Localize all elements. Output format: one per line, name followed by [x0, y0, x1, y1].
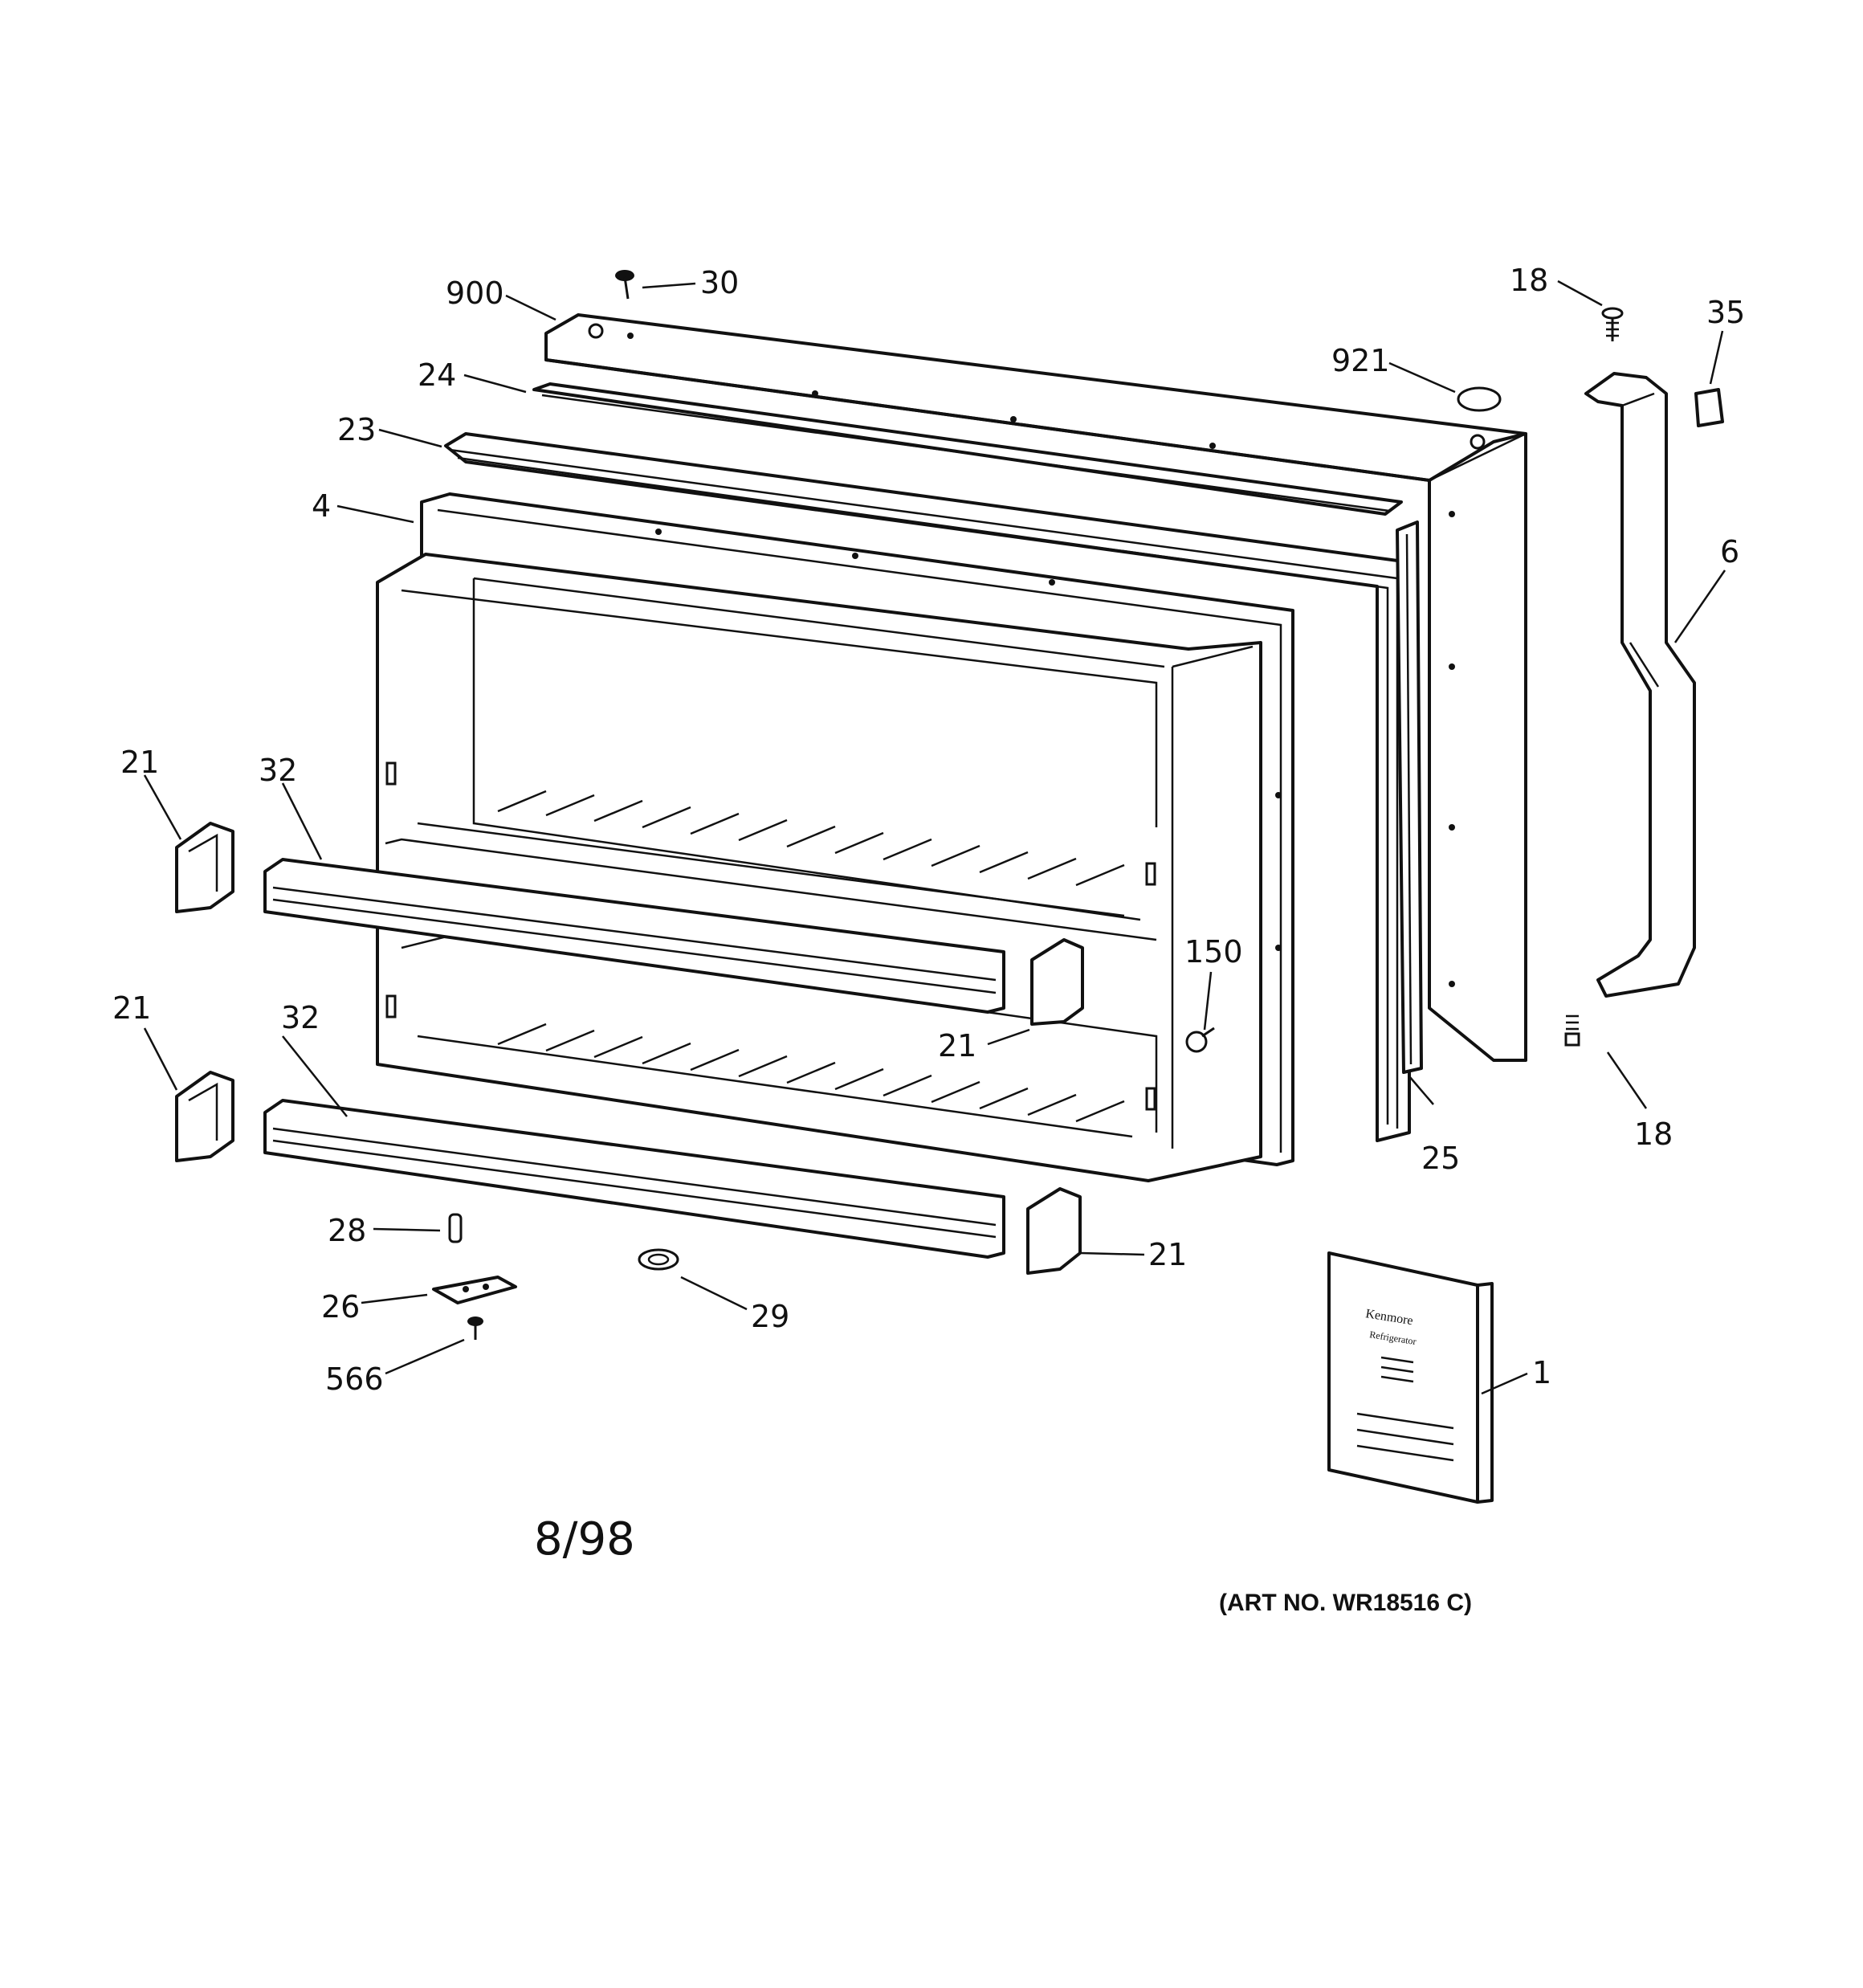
callout-24: 24 [418, 357, 456, 393]
callout-21-lower-right: 21 [1148, 1237, 1187, 1272]
callout-26: 26 [321, 1289, 360, 1325]
screw-30 [615, 270, 634, 300]
callout-21-lower-left: 21 [112, 990, 151, 1026]
screw-566 [467, 1316, 483, 1340]
block-35 [1694, 388, 1724, 427]
callout-25: 25 [1421, 1141, 1460, 1176]
callout-28: 28 [328, 1213, 366, 1248]
callout-21-upper-left: 21 [120, 745, 159, 780]
callout-29: 29 [751, 1299, 789, 1334]
shelf-bar-lower [263, 1099, 1005, 1259]
end-cap-upper-right [1030, 938, 1084, 1026]
callout-23: 23 [337, 412, 376, 447]
callout-18-top: 18 [1510, 263, 1548, 298]
side-seal-strip [1396, 520, 1423, 1074]
callout-21-upper-right: 21 [938, 1028, 976, 1063]
pin-28 [448, 1213, 463, 1243]
callout-6: 6 [1720, 534, 1739, 569]
top-trim-strip [532, 382, 1403, 516]
callout-30: 30 [700, 265, 739, 300]
plug-921 [1457, 386, 1502, 412]
callout-32-upper: 32 [259, 753, 297, 788]
callout-921: 921 [1331, 343, 1390, 378]
callout-150: 150 [1184, 934, 1243, 970]
callout-18-bottom: 18 [1634, 1116, 1673, 1152]
end-cap-lower-right [1026, 1187, 1082, 1275]
bushing-29 [638, 1248, 679, 1271]
end-cap-lower-left [175, 1071, 234, 1162]
hinge-plate-26 [432, 1276, 517, 1304]
callout-labels: 900 30 18 35 24 921 23 4 6 21 32 150 21 … [112, 263, 1745, 1397]
callout-1: 1 [1532, 1355, 1551, 1390]
callout-32-lower: 32 [281, 1000, 320, 1035]
end-cap-upper-left [175, 822, 234, 913]
screw-18-top [1601, 307, 1624, 341]
art-number: (ART NO. WR18516 C) [1219, 1590, 1472, 1616]
callout-35: 35 [1706, 295, 1745, 330]
callout-4: 4 [312, 488, 331, 524]
revision-date: 8/98 [534, 1513, 635, 1565]
owner-manual: Kenmore Refrigerator [1327, 1251, 1494, 1504]
callout-566: 566 [325, 1361, 384, 1397]
door-shelf-liner [376, 553, 1262, 1182]
screw-18-bottom [1564, 1014, 1580, 1047]
outer-door-panel [544, 313, 1527, 1062]
screw-150 [1185, 1027, 1215, 1053]
door-handle [1584, 372, 1696, 998]
callout-900: 900 [446, 276, 504, 311]
shelf-bar-upper [263, 858, 1005, 1014]
leader-lines [143, 280, 1726, 1395]
